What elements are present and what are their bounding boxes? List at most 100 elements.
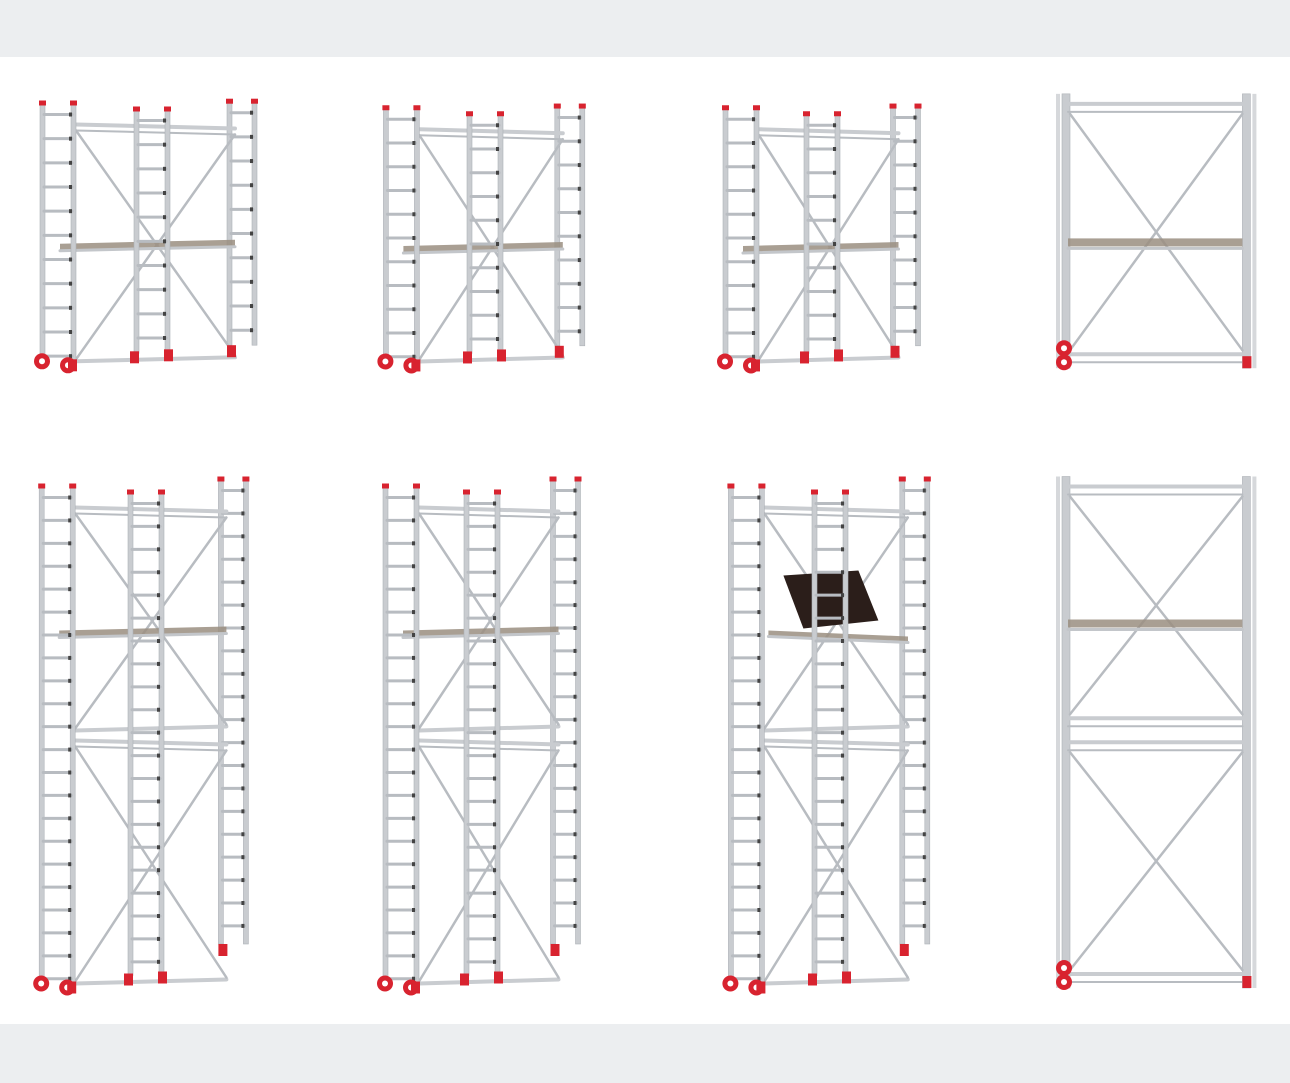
s2-front-left-rivet xyxy=(412,331,416,335)
top-band xyxy=(0,0,1290,57)
s3-front-right-rivet xyxy=(833,170,836,175)
s7-back-right-rivet xyxy=(922,740,926,745)
s5-back-right-rivet xyxy=(241,855,245,860)
s6-front-left-rivet xyxy=(412,587,415,592)
s1-front-right-rivet xyxy=(163,118,166,123)
s2-foot xyxy=(497,349,506,362)
scaffold-5 xyxy=(33,476,250,996)
s3-front-right-rivet xyxy=(833,147,836,151)
s7-front-left-rivet xyxy=(757,839,761,844)
s5-horizontal-brace xyxy=(73,724,229,733)
s3-front-left-rivet xyxy=(752,283,755,288)
s5-front-right-rivet xyxy=(157,570,160,575)
s3-front-left-cap xyxy=(722,105,729,111)
s7-front-right-rivet xyxy=(841,684,844,689)
s7-front-left-rivet xyxy=(757,633,761,637)
s1-back-right-rivet xyxy=(250,183,253,188)
s8-upright-right xyxy=(1242,476,1251,989)
s5-horizontal-brace xyxy=(73,977,229,986)
s1-front-right-rail-right xyxy=(164,110,171,354)
s2-front-left-rivet xyxy=(412,212,416,217)
s3-front-left-rivet xyxy=(752,354,755,359)
s7-back-right-rivet xyxy=(922,648,926,653)
bottom-band xyxy=(0,1024,1290,1083)
s1-front-left-rivet xyxy=(69,185,72,189)
s6-guard-rail xyxy=(418,745,560,752)
s7-front-right-rivet xyxy=(841,776,844,781)
s7-foot xyxy=(842,971,851,984)
s3-foot xyxy=(800,351,809,364)
s5-front-left-rivet xyxy=(68,724,72,729)
s5-back-right-cap xyxy=(242,476,250,482)
s2-back-right-rivet xyxy=(577,163,581,168)
s5-foot xyxy=(124,973,133,986)
s5-front-left-rivet xyxy=(68,518,72,523)
s5-front-right-rivet xyxy=(157,822,160,827)
s5-front-right-rivet xyxy=(157,547,160,552)
s5-front-left-rivet xyxy=(68,816,72,821)
s6-back-right-rivet xyxy=(573,717,577,722)
s5-back-right-rail-right xyxy=(243,480,249,945)
s6-front-left-cap xyxy=(413,483,420,489)
s6-guard-rail xyxy=(417,505,561,514)
s7-back-right-rivet xyxy=(922,786,926,791)
s6-front-left-rivet xyxy=(412,747,415,752)
s2-front-left-rivet xyxy=(412,354,416,359)
s6-front-right-rivet xyxy=(493,639,496,643)
s3-front-right-rivet xyxy=(833,218,836,223)
s5-front-right-rivet xyxy=(157,799,160,804)
s3-foot xyxy=(751,359,760,372)
s6-front-left-rivet xyxy=(412,678,415,683)
s6-front-left-rivet xyxy=(412,976,415,981)
s3-front-left-rivet xyxy=(752,307,755,312)
s8-wheel-hub xyxy=(1061,965,1067,971)
s7-front-left-rivet xyxy=(757,816,761,821)
s7-foot xyxy=(808,973,817,986)
s1-front-left-rivet xyxy=(69,257,72,262)
s7-front-left-rivet xyxy=(757,724,761,729)
s5-guard-rail xyxy=(73,738,229,747)
s5-front-left-cap xyxy=(69,483,77,489)
s6-foot xyxy=(460,973,469,986)
s5-front-right-rivet xyxy=(157,914,160,918)
s7-front-left-rivet xyxy=(757,747,761,752)
s3-back-right-rivet xyxy=(913,281,917,286)
s1-front-left-rivet xyxy=(69,112,72,117)
s3-front-left-rivet xyxy=(752,331,755,335)
s6-back-right-rivet xyxy=(573,694,577,699)
s6-platform-edge xyxy=(401,632,560,639)
s5-front-right-rivet xyxy=(157,730,160,735)
s2-front-left-cap xyxy=(382,105,390,111)
s2-front-right-cap xyxy=(497,111,504,117)
s5-front-left-rivet xyxy=(68,862,72,867)
s3-back-right-rivet xyxy=(913,115,917,120)
s1-foot xyxy=(68,359,77,372)
s7-front-right-cap xyxy=(811,489,818,495)
s6-back-right-rivet xyxy=(573,901,577,905)
s3-front-right-cap xyxy=(834,111,841,117)
s5-front-right-cap xyxy=(127,489,134,495)
s7-front-left-rivet xyxy=(757,953,761,958)
s2-front-left-rivet xyxy=(412,141,416,145)
s5-front-left-cap xyxy=(38,483,46,489)
s6-back-right-rivet xyxy=(573,580,577,585)
s2-foot xyxy=(554,345,564,358)
s7-front-left-rivet xyxy=(757,518,761,523)
s7-front-right-rivet xyxy=(841,959,844,964)
s2-back-right-cap xyxy=(553,103,561,109)
s3-front-left-rail-left xyxy=(722,108,729,364)
s1-wheel-hub xyxy=(39,358,45,365)
s7-front-right-rivet xyxy=(841,661,844,666)
s7-back-right-rivet xyxy=(922,855,926,860)
s6-back-right-rivet xyxy=(573,855,577,860)
s3-back-right-cap xyxy=(914,103,922,109)
s1-guard-rail xyxy=(74,122,237,131)
scaffold-1 xyxy=(34,98,258,374)
s6-front-left-rivet xyxy=(412,655,415,660)
s1-front-right-rivet xyxy=(163,142,166,147)
s7-back-right-rail-right xyxy=(924,480,931,945)
s2-back-right-rivet xyxy=(577,115,581,120)
s7-back-right-rivet xyxy=(922,603,926,608)
s1-front-right-cap xyxy=(133,106,140,112)
s6-front-right-rivet xyxy=(493,799,496,804)
